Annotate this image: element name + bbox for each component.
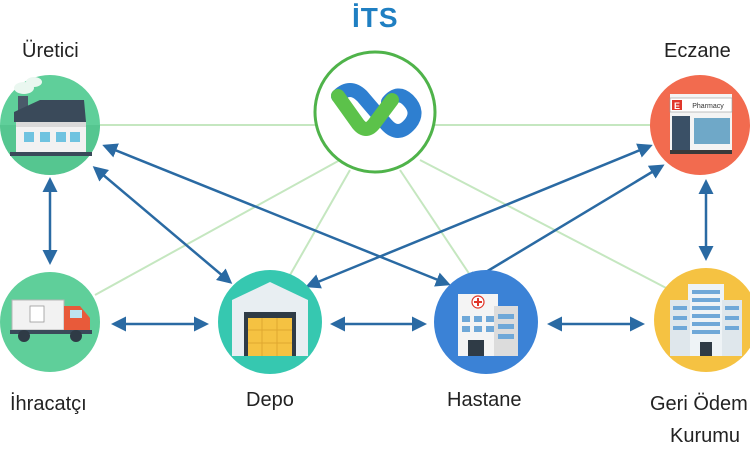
node-hastane	[434, 270, 538, 374]
label-geri-odeme-line1: Geri Ödem	[650, 393, 748, 415]
its-logo-icon	[331, 83, 422, 138]
label-depo: Depo	[246, 389, 294, 411]
truck-icon	[10, 299, 92, 342]
pharmacy-sign-text: Pharmacy	[692, 103, 724, 110]
office-building-icon	[670, 284, 742, 356]
node-depo	[218, 270, 322, 374]
diagram-title: İTS	[352, 2, 399, 33]
warehouse-icon	[232, 282, 308, 356]
label-hastane: Hastane	[447, 389, 522, 411]
its-hub	[313, 50, 437, 174]
hospital-icon	[458, 294, 518, 356]
connector-hub-depo	[289, 169, 351, 276]
label-uretici: Üretici	[22, 40, 79, 62]
label-geri-odeme-line2: Kurumu	[670, 425, 741, 447]
flow-arrows	[42, 143, 714, 332]
node-uretici	[0, 75, 100, 175]
label-eczane: Eczane	[664, 40, 731, 62]
label-ihracatci: İhracatçı	[10, 393, 87, 415]
pharmacy-sign-letter: E	[674, 101, 680, 111]
arrow-uretici-depo	[92, 166, 233, 284]
node-ihracatci	[0, 272, 100, 372]
node-geri-odeme	[654, 268, 750, 372]
connector-hub-ihracatci	[94, 159, 341, 296]
connector-hub-hastane	[399, 169, 471, 276]
pharmacy-icon: E Pharmacy	[669, 94, 733, 154]
arrow-eczane-hastane	[463, 164, 665, 286]
factory-icon	[0, 77, 100, 175]
node-eczane: E Pharmacy	[650, 75, 750, 175]
